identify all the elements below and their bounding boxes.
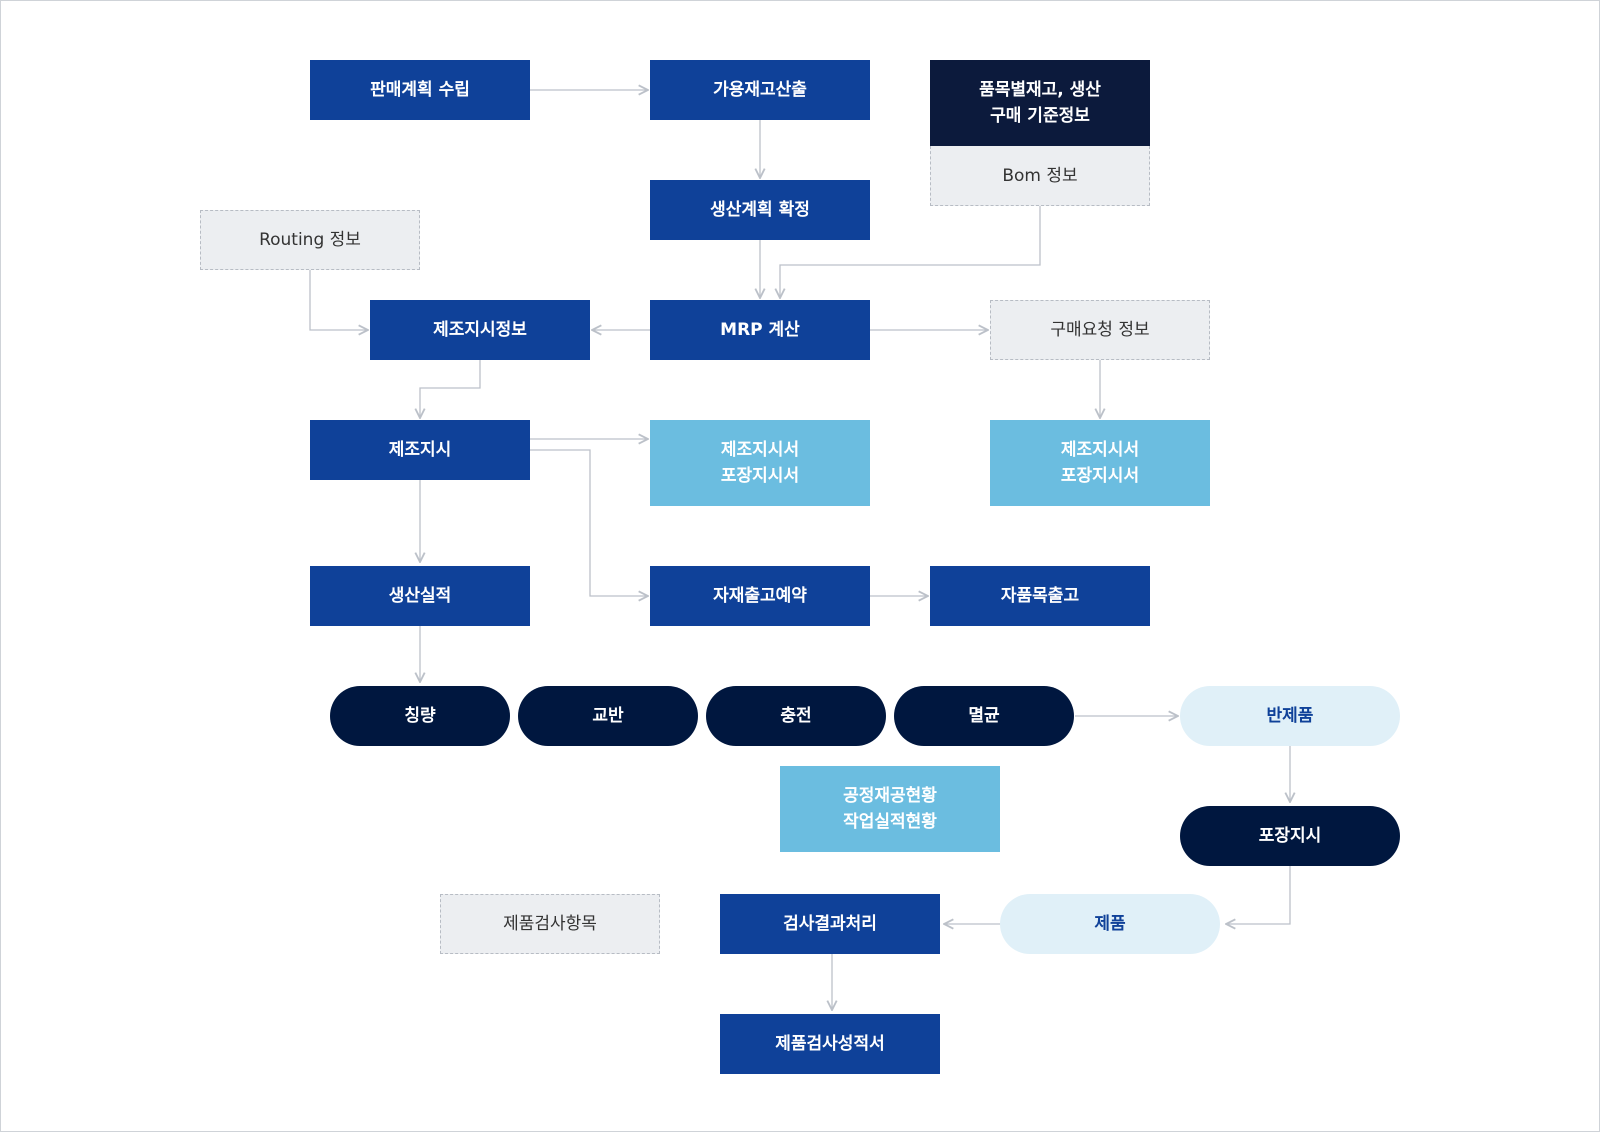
node-inspection-report: 제품검사성적서 bbox=[720, 1014, 940, 1074]
node-production-plan-confirm: 생산계획 확정 bbox=[650, 180, 870, 240]
node-product: 제품 bbox=[1000, 894, 1220, 954]
node-mixing: 교반 bbox=[518, 686, 698, 746]
node-routing-info: Routing 정보 bbox=[200, 210, 420, 270]
node-wip-status: 공정재공현황 작업실적현황 bbox=[780, 766, 1000, 852]
node-weighing: 칭량 bbox=[330, 686, 510, 746]
node-filling: 충전 bbox=[706, 686, 886, 746]
node-item-stock-basis-info: 품목별재고, 생산 구매 기준정보 bbox=[930, 60, 1150, 146]
edge-mfg-order-to-material-reserve bbox=[530, 449, 648, 596]
node-purchase-request-info: 구매요청 정보 bbox=[990, 300, 1210, 360]
node-packing-order: 포장지시 bbox=[1180, 806, 1400, 866]
edge-bom-to-mrp bbox=[780, 206, 1041, 298]
node-mfg-doc-1: 제조지시서 포장지시서 bbox=[650, 420, 870, 506]
edge-mfg-order-info-to-mfg-order bbox=[420, 360, 481, 418]
node-available-stock: 가용재고산출 bbox=[650, 60, 870, 120]
edge-routing-to-mfg-order-info bbox=[309, 270, 368, 330]
edge-packing-order-to-product bbox=[1226, 866, 1291, 924]
node-item-issue: 자품목출고 bbox=[930, 566, 1150, 626]
node-production-result: 생산실적 bbox=[310, 566, 530, 626]
node-mfg-doc-2: 제조지시서 포장지시서 bbox=[990, 420, 1210, 506]
node-inspection-result: 검사결과처리 bbox=[720, 894, 940, 954]
node-sales-plan: 판매계획 수립 bbox=[310, 60, 530, 120]
node-mfg-order-info: 제조지시정보 bbox=[370, 300, 590, 360]
node-semi-product: 반제품 bbox=[1180, 686, 1400, 746]
node-sterilization: 멸균 bbox=[894, 686, 1074, 746]
node-inspection-items: 제품검사항목 bbox=[440, 894, 660, 954]
node-bom-info: Bom 정보 bbox=[930, 146, 1150, 206]
node-material-issue-reserve: 자재출고예약 bbox=[650, 566, 870, 626]
node-mfg-order: 제조지시 bbox=[310, 420, 530, 480]
node-mrp-calc: MRP 계산 bbox=[650, 300, 870, 360]
